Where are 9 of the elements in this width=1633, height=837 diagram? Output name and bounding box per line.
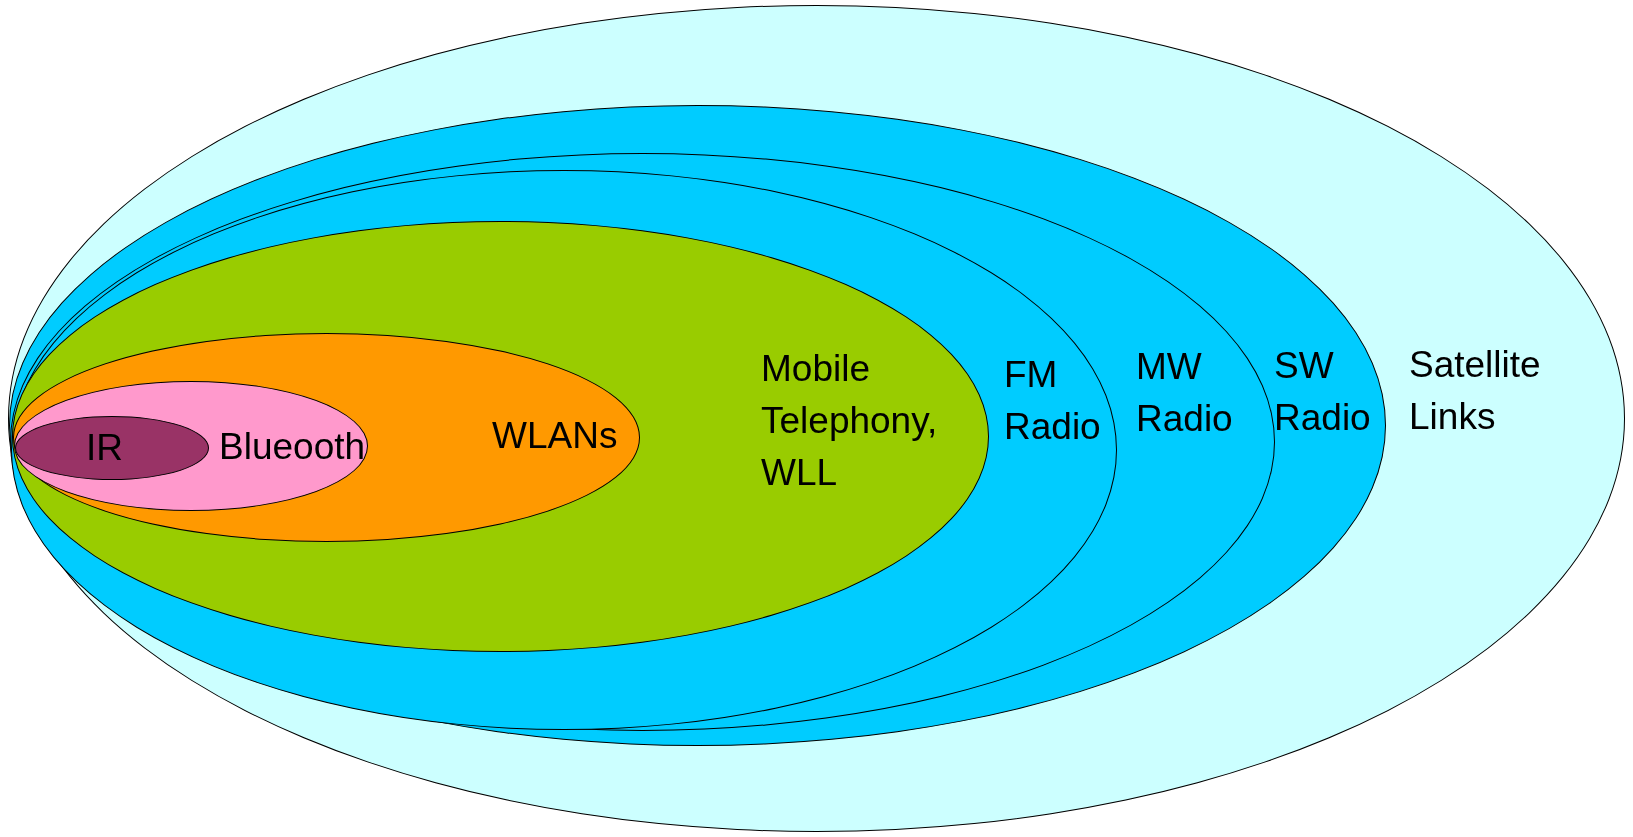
region-label: Blueooth: [219, 425, 366, 469]
region-label: Satellite Links: [1409, 343, 1541, 439]
region-label: SW Radio: [1274, 344, 1371, 440]
region-label: MW Radio: [1136, 345, 1233, 441]
region-label: FM Radio: [1004, 353, 1101, 449]
region-label: WLANs: [492, 414, 618, 458]
ellipse-region: [15, 416, 209, 480]
region-label: IR: [86, 426, 123, 470]
region-label: Mobile Telephony, WLL: [761, 347, 938, 495]
